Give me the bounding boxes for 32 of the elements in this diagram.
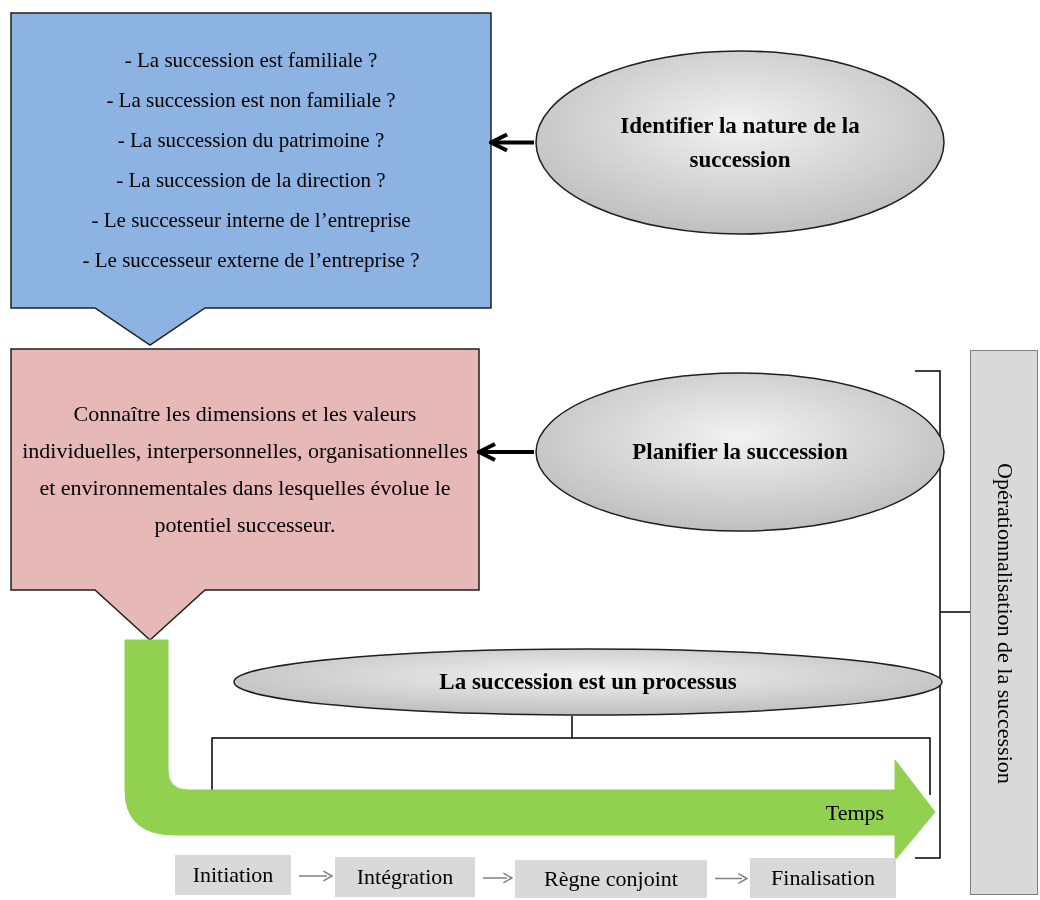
- process-ellipse: [233, 648, 943, 716]
- arrow: [714, 873, 748, 884]
- phase-box: [515, 860, 707, 898]
- phase-label: Intégration: [356, 863, 454, 891]
- arrow: [489, 132, 534, 153]
- step-ellipse: [535, 50, 945, 235]
- phase-label: Finalisation: [771, 864, 875, 892]
- phase-box: [335, 857, 475, 897]
- description-text: Connaître les dimensions et les valeurs individuelles, interpersonnelles, organisationnelles et environnementales dans lesquelles évolue le potentiel successeur.: [21, 400, 469, 539]
- question-text: - La succession est familiale ?: [124, 47, 378, 74]
- question-callout-box: [10, 12, 492, 345]
- process-label: La succession est un processus: [439, 668, 737, 696]
- step-ellipse: [535, 372, 945, 532]
- arrow: [477, 442, 534, 462]
- vertical-label-box: [970, 350, 1038, 895]
- question-text: - Le successeur externe de l’entreprise ?: [82, 247, 420, 274]
- step-label: Planifier la succession: [632, 438, 848, 466]
- question-text: - La succession de la direction ?: [116, 167, 386, 194]
- time-label: Temps: [825, 798, 885, 827]
- question-text: - La succession du patrimoine ?: [117, 127, 385, 154]
- arrow: [482, 872, 513, 884]
- question-text: - La succession est non familiale ?: [106, 87, 396, 114]
- vertical-label: Opérationnalisation de la succession: [992, 463, 1019, 784]
- question-text: - Le successeur interne de l’entreprise: [91, 207, 411, 234]
- phase-box: [175, 855, 291, 895]
- time-arrow: [125, 640, 937, 860]
- phase-label: Règne conjoint: [544, 865, 678, 893]
- phase-box: [750, 858, 896, 898]
- phase-label: Initiation: [192, 861, 274, 889]
- description-callout-box: [10, 348, 480, 640]
- arrow: [298, 870, 333, 882]
- step-label: Identifier la nature de la succession: [619, 111, 861, 174]
